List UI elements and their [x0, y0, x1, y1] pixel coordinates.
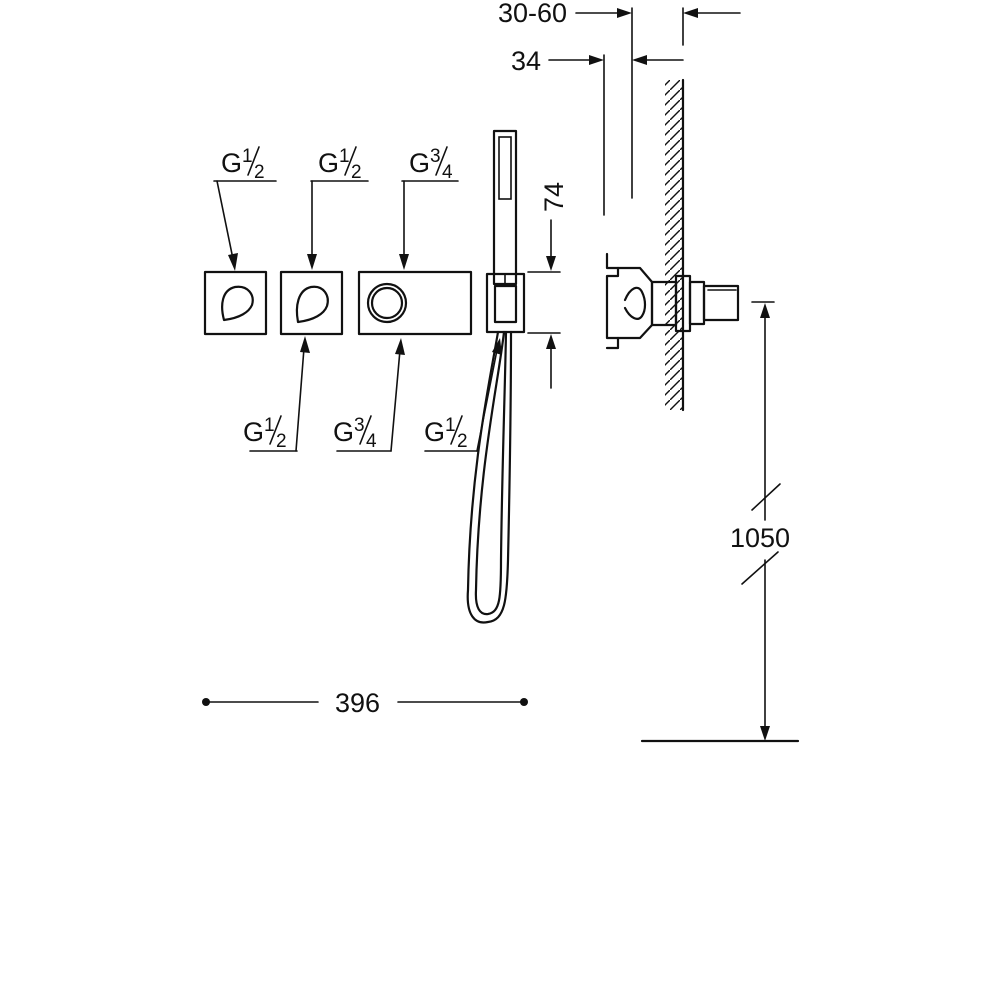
thread-denominator: 2: [254, 162, 265, 183]
thread-denominator: 2: [457, 431, 468, 452]
height-dimension: [527, 219, 561, 389]
thread-numerator: 1: [445, 415, 456, 436]
thread-numerator: 1: [264, 415, 275, 436]
fraction-slash: [450, 415, 463, 445]
connection-leaders: [213, 180, 502, 452]
wall-depth-dimension: [548, 54, 684, 216]
thread-numerator: 1: [242, 146, 253, 167]
front-view: [203, 129, 526, 624]
thread-numerator: 1: [339, 146, 350, 167]
thread-denominator: 2: [276, 431, 287, 452]
thread-base: G: [409, 148, 430, 178]
floor-height-dimension: [640, 301, 800, 743]
stop-valve-2: [279, 270, 344, 336]
thread-base: G: [333, 417, 354, 447]
height-unit-label: 74: [539, 182, 569, 212]
thread-denominator: 4: [366, 431, 377, 452]
concealed-body: [605, 252, 740, 350]
fraction-slash: [247, 146, 260, 176]
fraction-slash: [344, 146, 357, 176]
hand-shower: [492, 129, 518, 286]
side-view: [548, 7, 800, 743]
floor-height-label: 1050: [730, 523, 790, 553]
stop-valve-1: [203, 270, 268, 336]
thermostatic-mixer: [357, 270, 473, 336]
wall-hatch: [665, 80, 683, 410]
wall-gap-dimension: [575, 7, 741, 199]
wall-gap-label: 30-60: [498, 0, 567, 28]
thread-numerator: 3: [354, 415, 365, 436]
fraction-slash: [435, 146, 448, 176]
total-width-label: 396: [335, 688, 380, 718]
shower-holder: [485, 272, 526, 334]
shower-hose: [466, 330, 513, 624]
thread-denominator: 2: [351, 162, 362, 183]
wall-depth-label: 34: [511, 46, 541, 76]
thread-base: G: [243, 417, 264, 447]
thread-base: G: [221, 148, 242, 178]
thread-base: G: [424, 417, 445, 447]
thread-base: G: [318, 148, 339, 178]
fraction-slash: [359, 415, 372, 445]
thread-denominator: 4: [442, 162, 453, 183]
width-dimension: [202, 698, 528, 706]
thread-numerator: 3: [430, 146, 441, 167]
fraction-slash: [269, 415, 282, 445]
